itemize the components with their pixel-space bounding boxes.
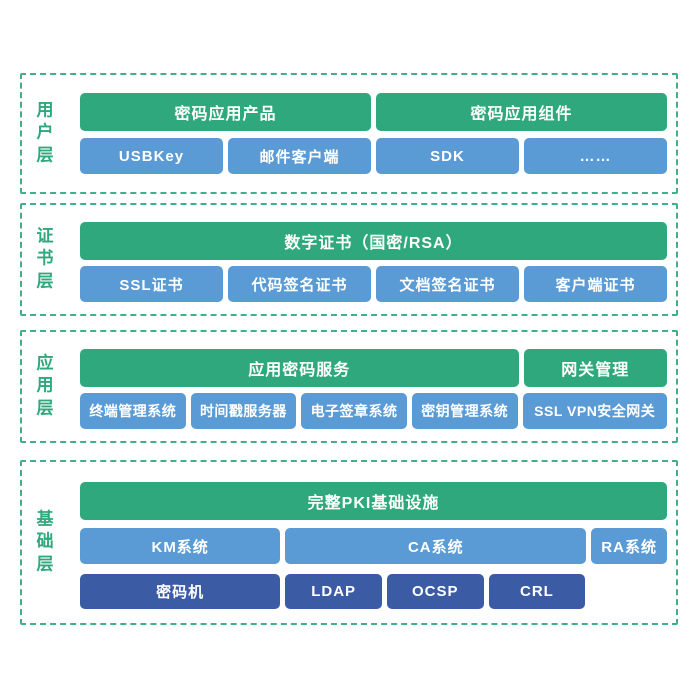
layer-content-user: 密码应用产品 密码应用组件 USBKey 邮件客户端 SDK ……: [80, 75, 667, 192]
block-crypto-app-components: 密码应用组件: [376, 93, 667, 131]
row-user-blue: USBKey 邮件客户端 SDK ……: [80, 138, 667, 174]
layer-label-user: 用户层: [36, 100, 54, 165]
block-ssl-vpn-gateway: SSL VPN安全网关: [522, 393, 667, 429]
block-client-cert: 客户端证书: [524, 266, 667, 302]
block-sdk: SDK: [376, 138, 519, 174]
layer-content-foundation: 完整PKI基础设施 KM系统 CA系统 RA系统 密码机 LDAP OCSP C…: [80, 462, 667, 623]
row-app-blue: 终端管理系统 时间戳服务器 电子签章系统 密钥管理系统 SSL VPN安全网关: [80, 393, 667, 429]
block-ra-system: RA系统: [591, 528, 667, 564]
block-ldap: LDAP: [285, 574, 382, 609]
block-gateway-management: 网关管理: [523, 349, 667, 387]
block-key-mgmt-system: 密钥管理系统: [411, 393, 518, 429]
layer-content-certificate: 数字证书（国密/RSA） SSL证书 代码签名证书 文档签名证书 客户端证书: [80, 205, 667, 314]
layer-box-user: 用户层 密码应用产品 密码应用组件 USBKey 邮件客户端 SDK ……: [20, 73, 678, 194]
row-app-green: 应用密码服务 网关管理: [80, 349, 667, 387]
layer-label-application: 应用层: [36, 353, 54, 418]
block-ellipsis: ……: [524, 138, 667, 174]
block-doc-signing-cert: 文档签名证书: [376, 266, 519, 302]
block-esignature-system: 电子签章系统: [301, 393, 407, 429]
row-foundation-blue: KM系统 CA系统 RA系统: [80, 528, 667, 564]
block-crl: CRL: [488, 574, 586, 609]
layer-content-application: 应用密码服务 网关管理 终端管理系统 时间戳服务器 电子签章系统 密钥管理系统 …: [80, 332, 667, 441]
block-timestamp-server: 时间戳服务器: [190, 393, 297, 429]
block-digital-certificate: 数字证书（国密/RSA）: [80, 222, 667, 260]
row-foundation-dark: 密码机 LDAP OCSP CRL: [80, 574, 667, 609]
block-ssl-cert: SSL证书: [80, 266, 223, 302]
block-mail-client: 邮件客户端: [228, 138, 371, 174]
block-crypto-app-products: 密码应用产品: [80, 93, 371, 131]
block-ca-system: CA系统: [285, 528, 587, 564]
row-cert-green: 数字证书（国密/RSA）: [80, 222, 667, 260]
layer-box-foundation: 基础层 完整PKI基础设施 KM系统 CA系统 RA系统 密码机 LDAP OC…: [20, 460, 678, 625]
layer-label-foundation: 基础层: [36, 509, 54, 574]
layer-box-application: 应用层 应用密码服务 网关管理 终端管理系统 时间戳服务器 电子签章系统 密钥管…: [20, 330, 678, 443]
block-terminal-mgmt-system: 终端管理系统: [80, 393, 186, 429]
block-ocsp: OCSP: [386, 574, 484, 609]
block-crypto-machine: 密码机: [80, 574, 281, 609]
row-spacer: [590, 574, 667, 609]
layer-label-certificate: 证书层: [36, 226, 54, 291]
row-foundation-green: 完整PKI基础设施: [80, 482, 667, 520]
row-user-green: 密码应用产品 密码应用组件: [80, 93, 667, 131]
block-app-crypto-service: 应用密码服务: [80, 349, 519, 387]
block-code-signing-cert: 代码签名证书: [228, 266, 371, 302]
block-usbkey: USBKey: [80, 138, 223, 174]
block-km-system: KM系统: [80, 528, 281, 564]
layer-box-certificate: 证书层 数字证书（国密/RSA） SSL证书 代码签名证书 文档签名证书 客户端…: [20, 203, 678, 316]
row-cert-blue: SSL证书 代码签名证书 文档签名证书 客户端证书: [80, 266, 667, 302]
block-pki-infrastructure: 完整PKI基础设施: [80, 482, 667, 520]
